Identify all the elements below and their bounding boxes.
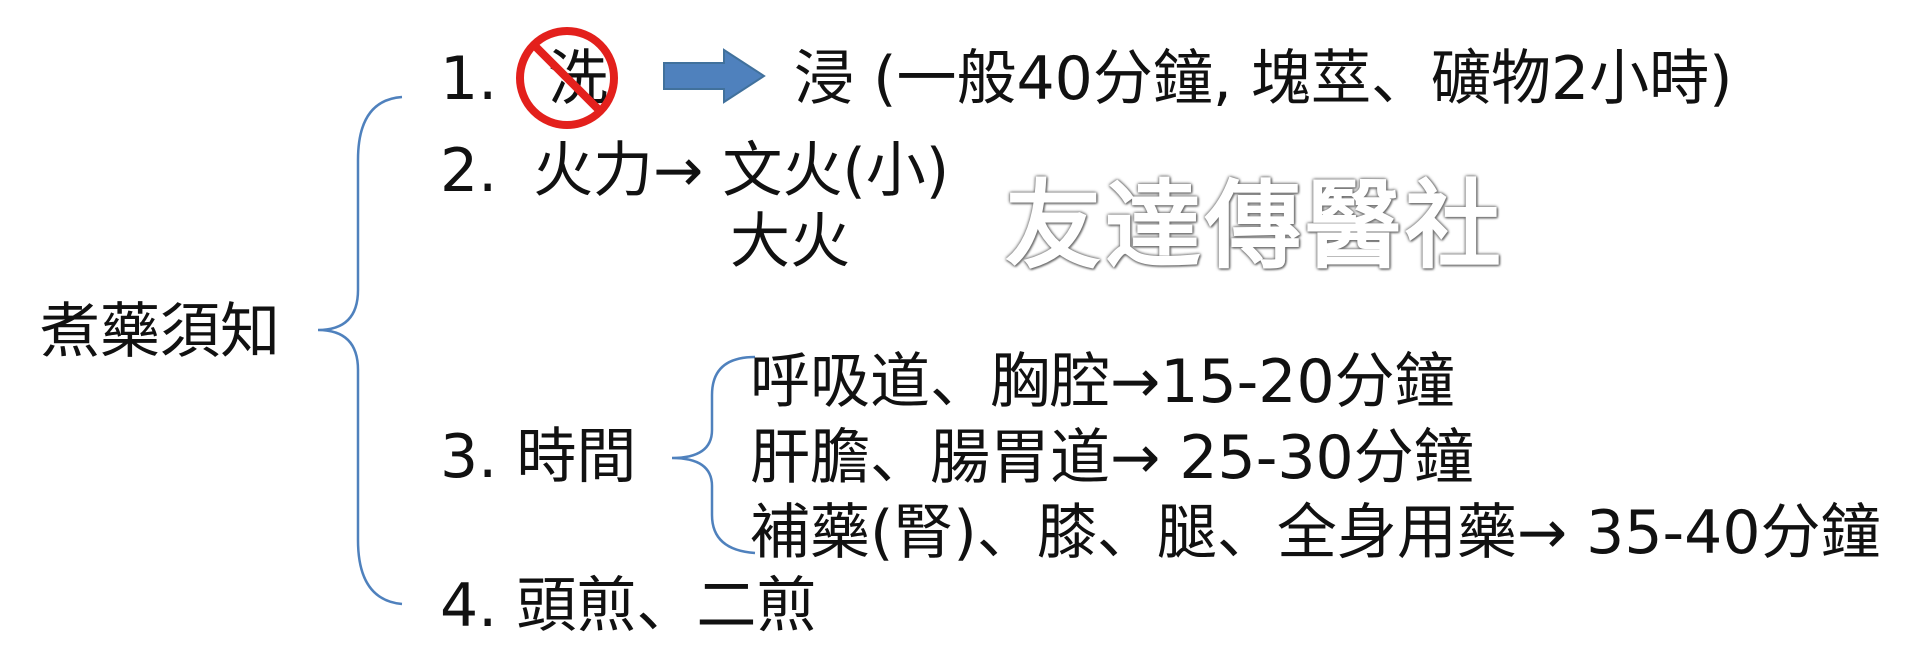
prohibit-icon — [516, 27, 618, 129]
item1-crossed-word: 洗 — [548, 44, 608, 114]
item4: 4. 頭煎、二煎 — [440, 571, 817, 641]
watermark: 友達傳醫社 — [1005, 170, 1505, 282]
item2-line1: 火力→ 文火(小) — [533, 136, 950, 206]
item2-line2: 大火 — [730, 207, 850, 277]
item3-label: 3. 時間 — [440, 422, 637, 492]
time-brace — [671, 355, 756, 555]
right-arrow-icon — [663, 48, 766, 104]
item2-number: 2. — [440, 136, 498, 206]
main-brace — [317, 95, 403, 606]
item3-sub-2: 肝膽、腸胃道→ 25-30分鐘 — [750, 423, 1474, 493]
item1-number: 1. — [440, 44, 498, 114]
item3-sub-3: 補藥(腎)、膝、腿、全身用藥→ 35-40分鐘 — [750, 498, 1881, 568]
item1-text: 浸 (一般40分鐘, 塊莖、礦物2小時) — [794, 44, 1733, 114]
root-topic: 煮藥須知 — [40, 297, 280, 367]
item3-sub-1: 呼吸道、胸腔→15-20分鐘 — [750, 347, 1455, 417]
